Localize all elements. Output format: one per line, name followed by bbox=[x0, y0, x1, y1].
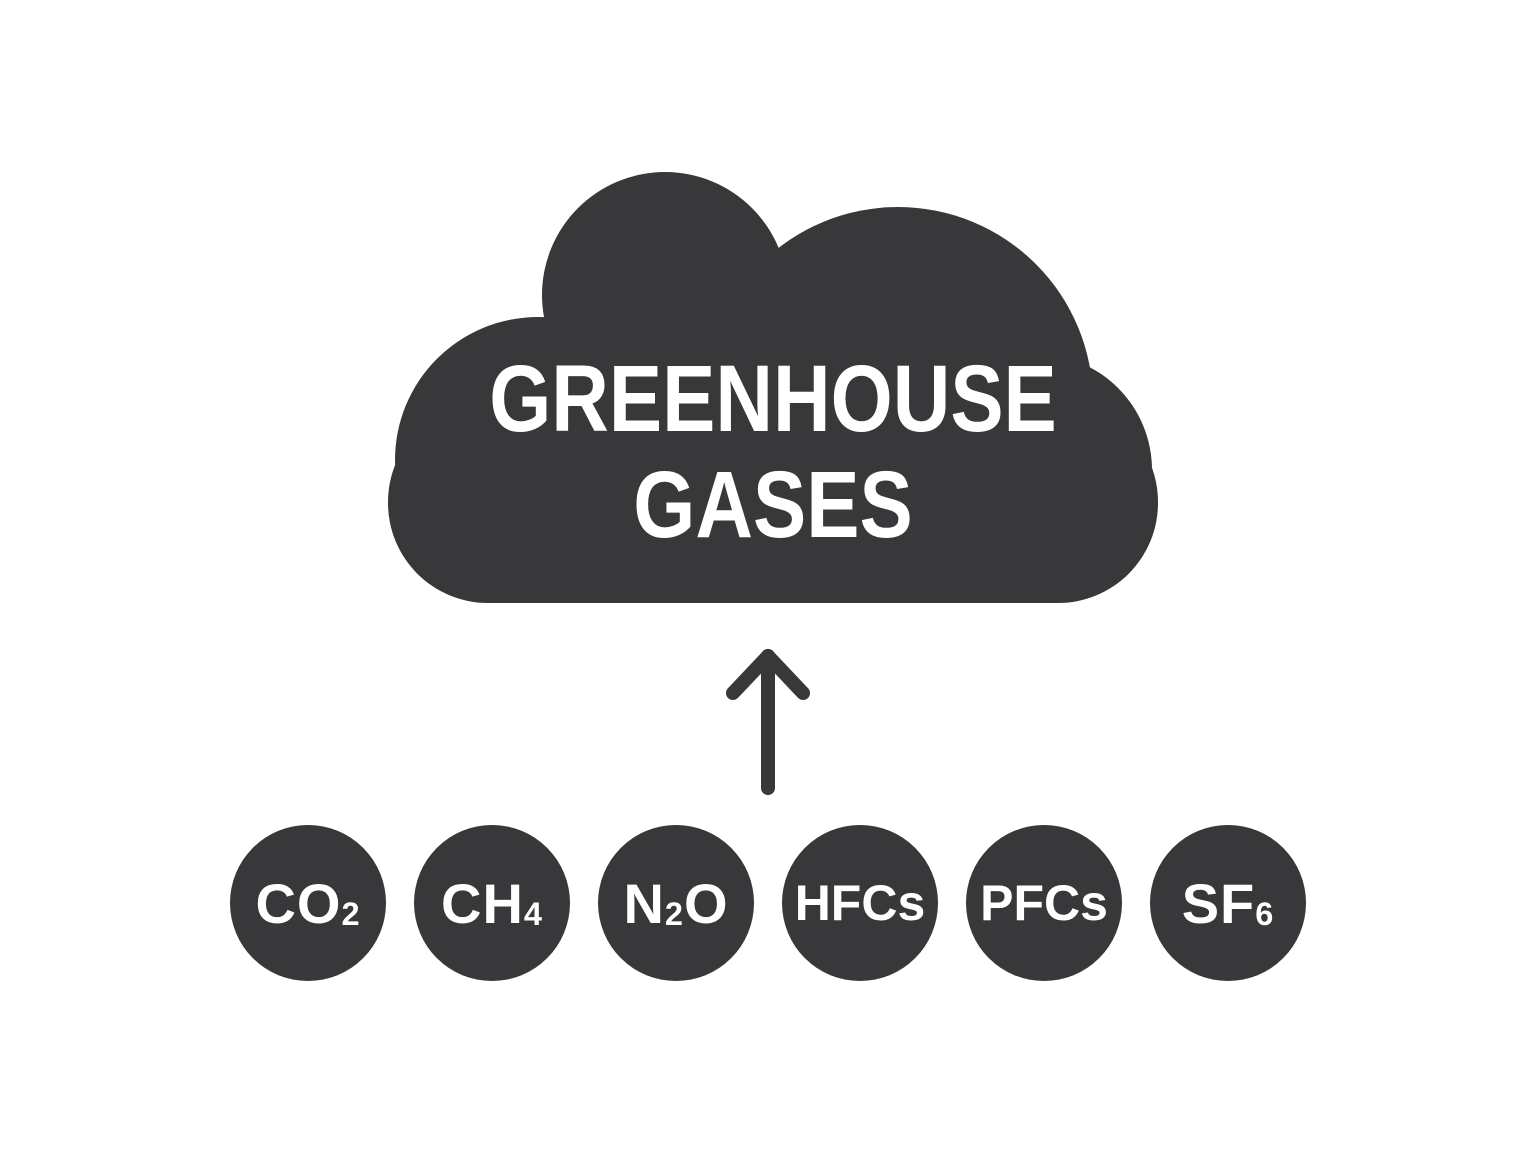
gas-circle-n2o: N2O bbox=[598, 825, 754, 981]
gas-circle-pfcs: PFCs bbox=[966, 825, 1122, 981]
cloud-title-line1: GREENHOUSE bbox=[489, 346, 1057, 452]
gas-circle-hfcs: HFCs bbox=[782, 825, 938, 981]
up-arrow-icon bbox=[726, 649, 810, 795]
gas-label-hfcs: HFCs bbox=[794, 875, 926, 931]
cloud-title-line2: GASES bbox=[633, 452, 913, 558]
gas-list: CO2 CH4 N2O HFCs PFCs SF6 bbox=[230, 825, 1306, 981]
gas-circle-ch4: CH4 bbox=[414, 825, 570, 981]
cloud-title: GREENHOUSE GASES bbox=[450, 346, 1097, 558]
gas-circle-co2: CO2 bbox=[230, 825, 386, 981]
gas-label-n2o: N2O bbox=[623, 871, 729, 935]
gas-label-pfcs: PFCs bbox=[980, 875, 1108, 931]
gas-label-ch4: CH4 bbox=[441, 871, 543, 935]
gas-label-sf6: SF6 bbox=[1181, 871, 1275, 935]
cloud-icon bbox=[388, 172, 1158, 603]
gas-circle-sf6: SF6 bbox=[1150, 825, 1306, 981]
gas-label-co2: CO2 bbox=[255, 871, 361, 935]
